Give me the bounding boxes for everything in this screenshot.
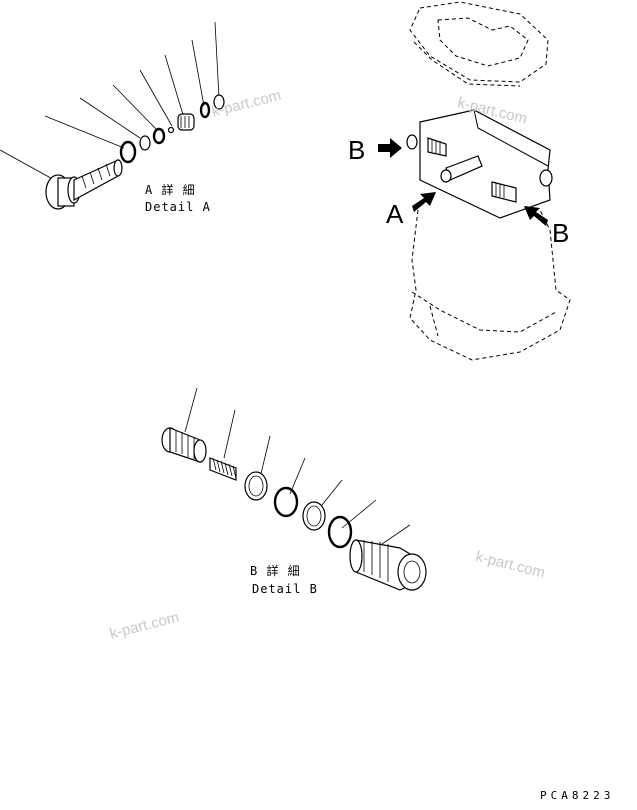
valve-body-assembly — [406, 1, 571, 361]
spring — [209, 457, 237, 481]
detail-a-title-en: Detail A — [145, 200, 211, 214]
spool-plug — [45, 159, 123, 210]
leader-line — [44, 115, 125, 149]
callout-b-upper: B — [348, 135, 366, 165]
leader-line — [0, 149, 59, 183]
o-ring — [273, 486, 299, 518]
detail-b-title-en: Detail B — [252, 582, 318, 596]
leader-line — [317, 479, 343, 511]
leader-line — [223, 409, 236, 459]
arrow-b-upper — [378, 138, 402, 158]
o-ring — [119, 140, 137, 164]
leader-line — [184, 387, 198, 433]
port-lower — [491, 169, 553, 203]
leader-line — [259, 435, 271, 479]
backup-ring — [244, 471, 268, 501]
spring-seat — [177, 113, 195, 131]
arrow-b-lower — [524, 206, 548, 226]
leader-line — [139, 69, 173, 127]
detail-b-title-jp: B 詳 細 — [250, 564, 301, 578]
plug-cap — [213, 94, 225, 110]
relief-plug — [161, 427, 207, 463]
detail-b-assembly — [161, 387, 427, 591]
leader-line — [289, 457, 306, 495]
drawing-code: PCA8223 — [540, 789, 615, 802]
leader-line — [79, 97, 141, 139]
valve-cartridge — [349, 539, 427, 591]
leader-line — [341, 499, 377, 529]
o-ring-small — [152, 127, 166, 145]
detail-a-title-jp: A 詳 細 — [145, 183, 196, 197]
o-ring-tiny — [199, 101, 211, 119]
detail-a-assembly — [0, 21, 225, 210]
leader-line — [191, 39, 205, 107]
callout-a: A — [386, 199, 404, 229]
backup-ring — [139, 135, 151, 151]
o-ring-2 — [327, 515, 353, 549]
leader-line — [164, 54, 185, 119]
callout-b-lower: B — [552, 218, 570, 248]
arrow-a — [412, 192, 436, 212]
port-upper — [406, 134, 447, 157]
backup-ring-2 — [302, 501, 326, 531]
leader-line — [112, 84, 158, 131]
port-middle — [440, 155, 483, 183]
ball — [167, 126, 175, 134]
leader-line — [214, 21, 220, 99]
